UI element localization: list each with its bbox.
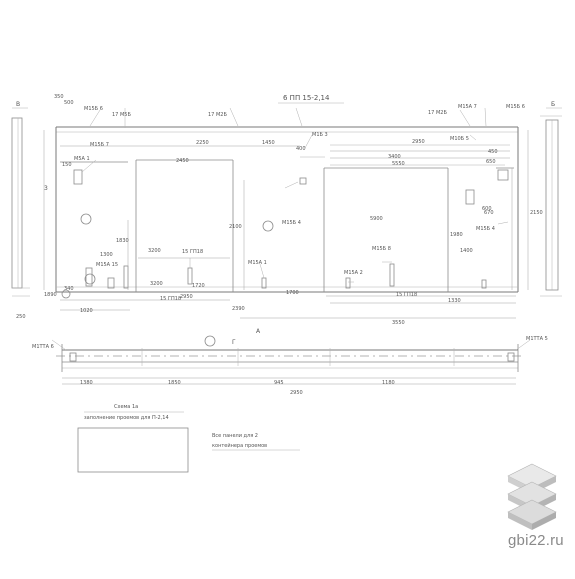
mark-label: 17 М5Б (112, 112, 131, 118)
dim-label: 1450 (262, 140, 275, 146)
dim-label: 500 (64, 100, 74, 106)
dim-label: 1380 (80, 380, 93, 386)
dim-label: 2950 (290, 390, 303, 396)
dimension-lines (43, 130, 529, 319)
scheme-box-caption: заполнение проемов для П-2,14 (84, 415, 169, 421)
mark-label: М1ТТА 6 (32, 344, 54, 350)
mark-label: М10Б 5 (450, 136, 469, 142)
dim-label: 150 (62, 162, 72, 168)
dim-label: 340 (64, 286, 74, 292)
stacked-panels-icon (507, 463, 557, 530)
embedded-parts (73, 169, 509, 289)
right-section-profile (540, 115, 562, 297)
dim-label: 1180 (382, 380, 395, 386)
right-cut-mark: Б (551, 101, 555, 108)
sheet-title: 6 ПП 15-2,14 (283, 94, 330, 102)
mark-label: 15 ГП18 (396, 292, 417, 298)
side-note-line-1: Все панели для 2 (212, 433, 258, 439)
left-side-mark: 3 (44, 185, 48, 192)
mark-label: М15Б 6 (506, 104, 525, 110)
dim-label: 1700 (286, 290, 299, 296)
mark-label: 15 ГП18 (182, 249, 203, 255)
dim-label: 2100 (229, 224, 242, 230)
dim-label: 1850 (168, 380, 181, 386)
mark-label: М15Б 6 (84, 106, 103, 112)
dim-label: 450 (488, 149, 498, 155)
mark-label: М15А 15 (96, 262, 118, 268)
dim-label: 2450 (176, 158, 189, 164)
dim-label: 3400 (388, 154, 401, 160)
mark-label: М15Б 8 (372, 246, 391, 252)
bottom-elevation (51, 339, 531, 385)
dim-label: 2950 (180, 294, 193, 300)
dim-label: 1830 (116, 238, 129, 244)
dim-label: 2390 (232, 306, 245, 312)
bottom-section-mark: А (256, 328, 261, 335)
bottom-cut-mark: Г (232, 339, 236, 346)
dim-label: 3200 (150, 281, 163, 287)
mark-label: М15А 2 (344, 270, 363, 276)
mark-label: М15А 1 (248, 260, 267, 266)
mark-label: М15Б 7 (90, 142, 109, 148)
dim-label: 5900 (370, 216, 383, 222)
dim-label: 650 (486, 159, 496, 165)
dim-label: 350 (54, 94, 64, 100)
mark-label: 17 М2Б (208, 112, 227, 118)
dim-label: 1890 (44, 292, 57, 298)
dim-label: 2250 (196, 140, 209, 146)
dim-label: 1020 (80, 308, 93, 314)
dim-label: 1300 (100, 252, 113, 258)
scheme-box-title: Схема 1а (114, 404, 138, 410)
main-panel (55, 126, 519, 293)
dim-label: 945 (274, 380, 284, 386)
dim-label: 2950 (412, 139, 425, 145)
site-watermark: gbi22.ru (508, 532, 564, 549)
dim-label: 250 (16, 314, 26, 320)
dim-label: 1400 (460, 248, 473, 254)
mark-label: М15Б 4 (476, 226, 495, 232)
dim-label: 600 (482, 206, 492, 212)
dim-label: 5550 (392, 161, 405, 167)
dim-label: 1720 (192, 283, 205, 289)
dim-label: 1980 (450, 232, 463, 238)
mark-label: 17 М2Б (428, 110, 447, 116)
dim-label: 2150 (530, 210, 543, 216)
mark-label: М15А 7 (458, 104, 477, 110)
dim-label: 3550 (392, 320, 405, 326)
dim-label: 3200 (148, 248, 161, 254)
dim-label: 400 (296, 146, 306, 152)
left-section-profile (11, 117, 30, 297)
mark-label: 15 ГП18 (160, 296, 181, 302)
leader-lines (81, 107, 509, 283)
mark-label: М15Б 4 (282, 220, 301, 226)
mark-label: М5А 1 (74, 156, 90, 162)
callout-circles (61, 213, 274, 347)
scheme-box (77, 411, 189, 473)
mark-label: М1ТТА 5 (526, 336, 548, 342)
left-cut-mark: В (16, 101, 20, 108)
dim-label: 1330 (448, 298, 461, 304)
side-note-line-2: контейнера проемов (212, 442, 267, 449)
dim-label: 670 (484, 210, 494, 216)
mark-label: М1Б 3 (312, 132, 328, 138)
